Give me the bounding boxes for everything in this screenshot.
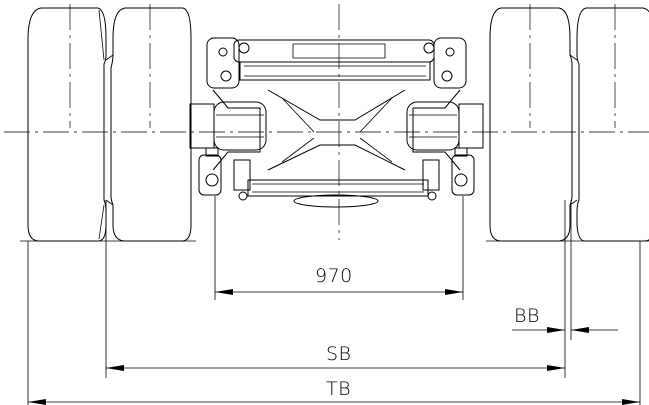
left-inner-tire [106,8,191,241]
dimension-970: 970 [215,265,463,295]
right-suspension [407,38,483,200]
dimension-label-tb: TB [326,378,351,400]
center-lines [4,4,649,240]
dimension-tb: TB [28,378,640,405]
right-outer-tire [570,8,649,241]
dimension-label-sb: SB [326,343,352,365]
extension-lines [20,196,649,405]
dimension-sb: SB [106,343,565,371]
dimension-bb: BB [512,305,618,333]
left-suspension [190,38,266,200]
dimension-label-bb: BB [514,305,540,327]
axle-body [234,40,434,207]
dimension-label-970: 970 [315,265,353,287]
left-outer-tire [28,8,106,241]
right-inner-tire [490,8,572,241]
